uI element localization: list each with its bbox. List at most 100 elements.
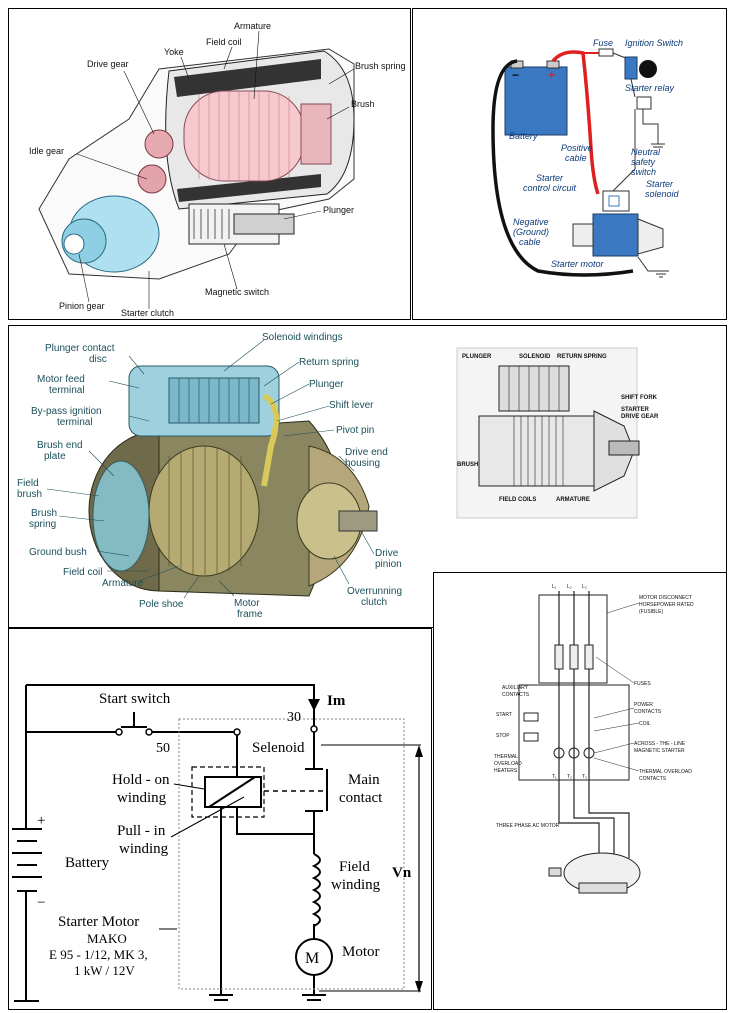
label-shift-lever: Shift lever (329, 400, 374, 411)
label-ground-bush: Ground bush (29, 547, 87, 558)
label-aux-2: CONTACTS (502, 692, 530, 698)
label-armature: Armature (102, 578, 144, 589)
label-field-brush-2: brush (17, 489, 42, 500)
label-return-spring: Return spring (299, 357, 359, 368)
fuse-1 (554, 644, 564, 670)
label-field-brush-1: Field (17, 478, 39, 489)
label-fuse: Fuse (593, 38, 613, 48)
label-plunger-contact-1: Plunger contact (45, 343, 115, 354)
motor-symbol (295, 938, 333, 976)
armature-shape (148, 445, 260, 577)
label-field-coil: Field coil (206, 37, 242, 47)
label-starter-4: 1 kW / 12V (74, 963, 135, 978)
starter-cutaway-drawing: Drive gear Yoke Field coil Armature Brus… (29, 21, 406, 318)
label-pole-shoe: Pole shoe (139, 599, 184, 610)
label-main-1: Main (348, 772, 380, 788)
label-starter-1: Starter Motor (58, 914, 139, 930)
label-starter-relay: Starter relay (625, 83, 675, 93)
label-l2: L₂ (567, 584, 572, 590)
label-start-switch: Start switch (99, 691, 171, 707)
fuse-shape (598, 48, 614, 57)
solenoid-schematic-panel: Im Start switch 30 50 Selenoid Hold - on… (8, 628, 432, 1010)
label-starter-clutch: Starter clutch (121, 308, 174, 318)
label-brush-spring-2: spring (29, 519, 56, 530)
label-ignition-switch: Ignition Switch (625, 38, 683, 48)
ignition-switch-shape (624, 56, 638, 80)
label-disconnect-1: MOTOR DISCONNECT (639, 595, 692, 601)
drive-pinion-shape (338, 510, 378, 532)
label-across-1: ACROSS - THE - LINE (634, 741, 686, 747)
label-negative-3: cable (519, 237, 541, 247)
label-overrunning-2: clutch (361, 597, 387, 608)
negative-cable (491, 59, 634, 277)
starter-bw-inset: PLUNGER SOLENOID RETURN SPRING SHIFT FOR… (456, 347, 659, 519)
label-pull-in-2: winding (119, 841, 169, 857)
label-plunger: Plunger (323, 205, 354, 215)
label-neutral-3: switch (631, 167, 656, 177)
battery-symbol (12, 828, 42, 892)
label-hold-on-2: winding (117, 790, 167, 806)
label-t1: T₁ (552, 774, 557, 780)
label-drive-gear: Drive gear (87, 59, 129, 69)
label-brush-end-1: Brush end (37, 440, 83, 451)
label-idle-gear: Idle gear (29, 146, 64, 156)
label-terminal-30: 30 (287, 710, 301, 725)
label-t3: T₃ (582, 774, 587, 780)
label-motor-feed-1: Motor feed (37, 374, 85, 385)
label-battery-plus: + (37, 813, 45, 829)
starter-wiring-panel: − + Fuse Ignition Switch Starter relay B… (412, 8, 727, 320)
armature-shape (183, 90, 305, 182)
label-aux-1: AUXILIARY (502, 685, 529, 691)
label-starter-2: MAKO (87, 931, 127, 946)
label-field-2: winding (331, 877, 381, 893)
label-l1: L₁ (552, 584, 557, 590)
label-yoke: Yoke (164, 47, 184, 57)
label-disconnect-3: (FUSIBLE) (639, 609, 664, 615)
label-tocontacts-1: THERMAL OVERLOAD (639, 769, 692, 775)
label-motor-feed-2: terminal (49, 385, 85, 396)
label-neutral-2: safety (631, 157, 656, 167)
inset-label-shift-fork: SHIFT FORK (621, 395, 658, 401)
label-disconnect-2: HORSEPOWER RATED (639, 602, 694, 608)
motor-disconnect-box (538, 594, 608, 684)
label-t2: T₂ (567, 774, 572, 780)
battery-minus: − (512, 68, 519, 82)
label-plunger: Plunger (309, 379, 344, 390)
label-field-coil: Field coil (63, 567, 102, 578)
idle-gear-shape (137, 164, 167, 194)
label-neutral-1: Neutral (631, 147, 661, 157)
label-three-phase-motor: THREE PHASE AC MOTOR (496, 823, 560, 829)
label-negative-1: Negative (513, 217, 549, 227)
label-drive-pinion-2: pinion (375, 559, 402, 570)
field-winding-symbol (311, 853, 321, 927)
starter-teal-drawing: Plunger contact disc Solenoid windings R… (17, 332, 659, 620)
label-coil: COIL (639, 721, 651, 727)
hold-on-winding-symbol (204, 776, 262, 808)
starter-cutaway-panel: Drive gear Yoke Field coil Armature Brus… (8, 8, 411, 320)
fuse-3 (584, 644, 594, 670)
label-solenoid: Selenoid (252, 740, 305, 756)
solenoid-schematic-drawing: Im Start switch 30 50 Selenoid Hold - on… (12, 684, 423, 1002)
label-battery-minus: − (37, 895, 45, 911)
label-bypass-2: terminal (57, 417, 93, 428)
label-brush-spring: Brush spring (355, 61, 406, 71)
label-tocontacts-2: CONTACTS (639, 776, 667, 782)
label-stop: STOP (496, 733, 510, 739)
inset-label-plunger: PLUNGER (462, 354, 492, 360)
plunger-shape (233, 213, 295, 235)
label-brush-spring-1: Brush (31, 508, 57, 519)
inset-label-armature: ARMATURE (556, 497, 590, 503)
label-field-1: Field (339, 859, 370, 875)
label-drive-pinion-1: Drive (375, 548, 399, 559)
three-phase-drawing: L₁ L₂ L₃ MOTOR DISCONNECT HORSEPOWER RAT… (494, 584, 694, 894)
label-solenoid-1: Starter (646, 179, 674, 189)
inset-label-brush: BRUSH (457, 462, 478, 468)
label-control-2: control circuit (523, 183, 577, 193)
label-starter-3: E 95 - 1/12, MK 3, (49, 947, 148, 962)
battery-shape (504, 66, 568, 136)
label-control-1: Starter (536, 173, 564, 183)
inset-label-solenoid: SOLENOID (519, 354, 551, 360)
label-pull-in-1: Pull - in (117, 823, 166, 839)
label-armature: Armature (234, 21, 271, 31)
label-starter-motor: Starter motor (551, 259, 605, 269)
